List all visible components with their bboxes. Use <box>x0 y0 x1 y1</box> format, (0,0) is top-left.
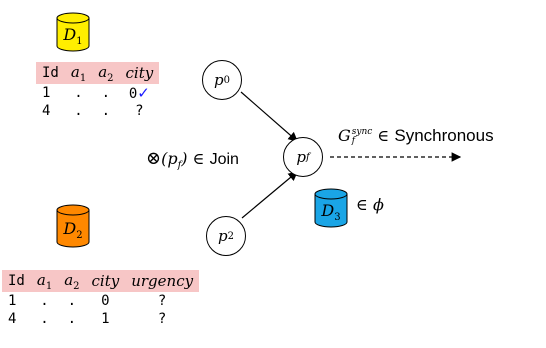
table-cell: . <box>101 103 111 119</box>
table-cell: ? <box>157 293 167 309</box>
edge-p0-pf <box>240 91 298 142</box>
join-label: ⊗(pf) ∈ Join <box>146 148 239 172</box>
column-header: a2 <box>92 62 120 84</box>
column-header: urgency <box>125 270 200 292</box>
table-cell: 1 <box>42 85 51 101</box>
table-d1: Id a1 a2 city 1 . . 0✓ 4 . . ? <box>36 62 160 120</box>
table-cell: 0 <box>101 293 110 309</box>
column-header: a1 <box>30 270 59 292</box>
table-cell: . <box>101 85 111 101</box>
checkmark-icon: ✓ <box>137 84 150 102</box>
table-row: 1 . . 0✓ <box>36 84 159 102</box>
column-header: a2 <box>58 270 86 292</box>
column-header: city <box>119 62 160 84</box>
column-header: Id <box>36 62 65 84</box>
column-header: a1 <box>64 62 93 84</box>
database-d3-label: D3 <box>321 201 341 224</box>
table-cell: 4 <box>42 103 51 119</box>
database-d2-label: D2 <box>63 219 83 242</box>
table-d2: Id a1 a2 city urgency 1 . . 0 ? 4 . . 1 … <box>2 270 200 328</box>
table-cell: . <box>74 103 83 119</box>
d3-empty-set-label: ∈ ϕ <box>356 195 384 214</box>
table-cell: . <box>67 293 77 309</box>
table-cell: ? <box>157 311 167 327</box>
table-cell: 1 <box>101 311 110 327</box>
column-header: city <box>85 270 126 292</box>
table-cell: . <box>67 311 77 327</box>
table-row: 4 . . 1 ? <box>2 310 199 328</box>
table-cell: . <box>74 85 83 101</box>
table-header-row: Id a1 a2 city <box>36 62 160 84</box>
database-d2: D2 <box>56 204 90 248</box>
database-d1: D1 <box>56 12 90 52</box>
table-cell: 4 <box>8 311 17 327</box>
table-row: 1 . . 0 ? <box>2 292 199 310</box>
table-row: 4 . . ? <box>36 102 159 120</box>
database-d1-label: D1 <box>63 25 83 48</box>
edge-p2-pf <box>241 171 298 219</box>
table-cell: . <box>40 311 49 327</box>
table-cell: . <box>40 293 49 309</box>
table-header-row: Id a1 a2 city urgency <box>2 270 200 292</box>
table-cell: 0✓ <box>128 84 150 102</box>
database-d3: D3 <box>314 188 348 228</box>
column-header: Id <box>2 270 31 292</box>
table-cell: ? <box>135 103 144 119</box>
table-cell: 1 <box>8 293 17 309</box>
